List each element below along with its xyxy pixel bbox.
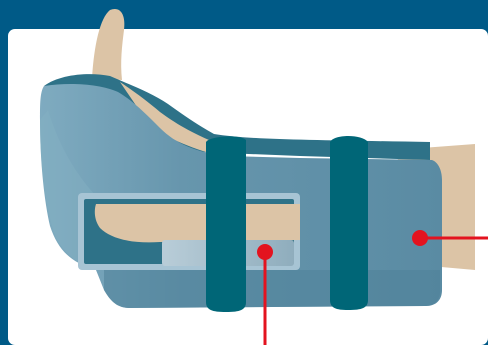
shell-bottom-edge <box>104 270 440 308</box>
callout-dot-shell <box>412 230 428 246</box>
strap-1 <box>206 136 246 312</box>
callout-dot-heel-pad <box>257 244 273 260</box>
strap-2 <box>330 136 368 310</box>
window-foot-skin <box>95 204 300 242</box>
